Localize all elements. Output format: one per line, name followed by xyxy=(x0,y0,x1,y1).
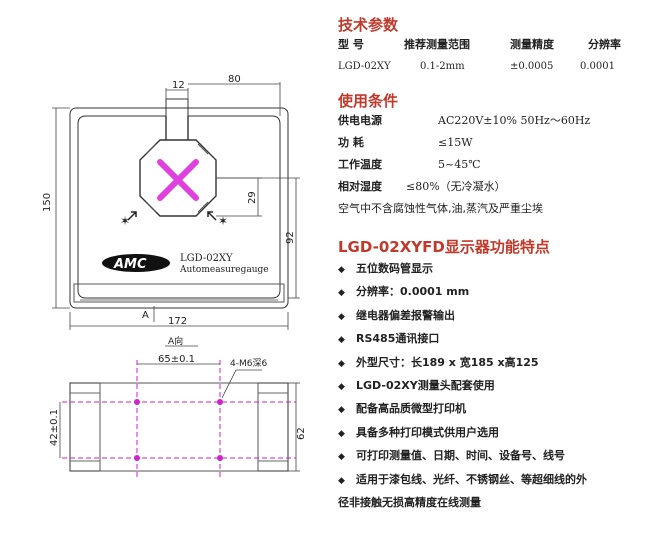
feature-item: ◆可打印测量值、日期、时间、设备号、线号 xyxy=(338,449,565,463)
dim-172: 172 xyxy=(168,316,187,327)
feature-item: ◆LGD-02XY测量头配套使用 xyxy=(338,379,495,393)
col-range: 推荐测量范围 xyxy=(404,38,470,51)
dim-12: 12 xyxy=(172,80,185,91)
svg-text:✶: ✶ xyxy=(120,214,130,228)
col-accuracy: 测量精度 xyxy=(510,38,554,51)
section-mark: A xyxy=(142,310,149,321)
mount-hole xyxy=(217,455,223,461)
dim-holes: 4-M6深6 xyxy=(230,358,267,369)
feature-item: ◆具备多种打印模式供用户选用 xyxy=(338,425,499,439)
feature-item: ◆外型尺寸：长189 x 宽185 x高125 xyxy=(338,355,539,369)
model-text: LGD-02XY xyxy=(180,253,233,264)
features-title: LGD-02XYFD显示器功能特点 xyxy=(338,238,550,256)
dim-150: 150 xyxy=(42,193,53,212)
logo-text: AMC xyxy=(113,257,147,272)
dim-29: 29 xyxy=(247,191,258,204)
env-row: 相对湿度≤80%（无冷凝水） xyxy=(338,180,506,193)
svg-text:✶: ✶ xyxy=(218,214,228,228)
logo-mark xyxy=(102,254,170,272)
dim-80: 80 xyxy=(228,74,241,85)
measure-cross-b xyxy=(157,159,199,201)
col-model: 型 号 xyxy=(338,38,364,51)
body-outline xyxy=(69,107,289,309)
mount-hole xyxy=(134,455,140,461)
env-note: 空气中不含腐蚀性气体,油,蒸汽及严重尘埃 xyxy=(338,202,543,215)
mount-hole xyxy=(134,399,140,405)
col-resolution: 分辨率 xyxy=(588,38,621,51)
inner-contour xyxy=(77,98,281,299)
env-title: 使用条件 xyxy=(338,92,399,110)
laser-symbol-right xyxy=(207,211,217,221)
tech-title: 技术参数 xyxy=(338,16,399,34)
feature-item: ◆配备高品质微型打印机 xyxy=(338,402,466,416)
dim-65: 65±0.1 xyxy=(158,354,195,365)
mount-hole xyxy=(217,399,223,405)
technical-drawing: ✶ ✶ 12 80 150 29 92 172 A AMC LGD-02XY A xyxy=(42,74,307,478)
feature-item: ◆分辨率：0.0001 mm xyxy=(338,285,470,299)
tech-value-row: LGD-02XY 0.1-2mm ±0.0005 0.0001 xyxy=(338,61,615,72)
feature-item-wrap: 径非接触无损高精度在线测量 xyxy=(338,496,481,510)
dim-92: 92 xyxy=(285,231,296,244)
laser-symbol-left xyxy=(127,211,137,221)
feature-item: ◆适用于漆包线、光纤、不锈钢丝、等超细线的外 xyxy=(338,472,587,486)
dim-62: 62 xyxy=(296,427,307,440)
measuring-hole xyxy=(139,139,217,217)
brand-text: Automeasuregauge xyxy=(179,265,269,275)
spec-panel: 技术参数 型 号 推荐测量范围 测量精度 分辨率 LGD-02XY 0.1-2m… xyxy=(338,16,668,514)
feature-item: ◆五位数码管显示 xyxy=(338,262,433,275)
env-row: 功 耗≤15W xyxy=(338,136,473,149)
feature-item: ◆RS485通讯接口 xyxy=(338,332,440,346)
feature-item: ◆继电器偏差报警输出 xyxy=(338,308,455,322)
dim-42: 42±0.1 xyxy=(49,409,60,446)
tech-header-row: 型 号 推荐测量范围 测量精度 分辨率 xyxy=(338,34,668,56)
view-label: A向 xyxy=(168,335,183,347)
